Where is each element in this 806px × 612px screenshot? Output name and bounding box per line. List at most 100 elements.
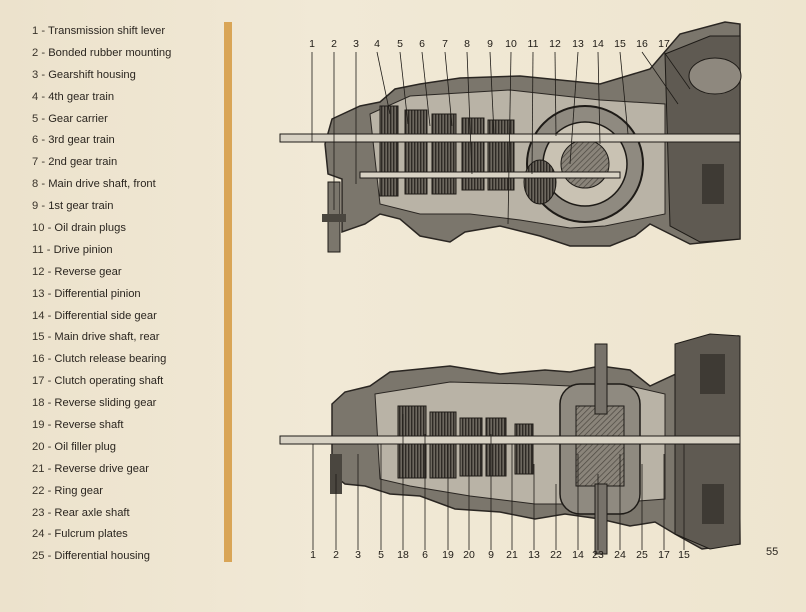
legend-item: 10 - Oil drain plugs (32, 218, 222, 240)
legend-item: 11 - Drive pinion (32, 240, 222, 262)
legend-item: 4 - 4th gear train (32, 87, 222, 109)
legend-separator: - (47, 265, 52, 278)
legend-number: 16 (32, 353, 45, 366)
legend-item: 1 - Transmission shift lever (32, 21, 222, 43)
legend-number: 18 (32, 397, 45, 410)
page-number: 55 (766, 546, 779, 558)
callout-number: 12 (549, 38, 561, 50)
legend-label: Transmission shift lever (47, 25, 166, 37)
legend-label: 1st gear train (48, 200, 114, 213)
legend-number: 24 (32, 528, 45, 541)
legend-label: Reverse sliding gear (54, 397, 157, 410)
legend-number: 9 (32, 200, 39, 213)
legend-separator: - (47, 222, 52, 235)
legend-item: 18 - Reverse sliding gear (32, 393, 222, 415)
callout-number: 23 (592, 549, 604, 561)
legend-label: Differential housing (54, 550, 150, 563)
legend-label: Reverse shaft (54, 419, 124, 432)
callout-number: 8 (464, 38, 470, 50)
legend-item: 7 - 2nd gear train (32, 152, 222, 174)
legend-label: Gear carrier (48, 112, 108, 125)
legend-number: 6 (32, 134, 39, 147)
legend-separator: - (41, 112, 46, 125)
legend-item: 13 - Differential pinion (32, 284, 222, 306)
legend-item: 20 - Oil filler plug (32, 437, 222, 459)
callout-number: 9 (488, 549, 494, 561)
legend-item: 25 - Differential housing (32, 546, 222, 568)
legend-number: 21 (32, 462, 45, 475)
callout-number: 20 (463, 549, 475, 561)
legend-number: 14 (32, 309, 45, 322)
legend-number: 7 (32, 156, 39, 169)
callout-number: 13 (528, 549, 540, 561)
callout-number: 2 (333, 549, 339, 561)
legend-separator: - (41, 90, 46, 103)
legend-separator: - (41, 134, 46, 147)
legend-label: Oil drain plugs (54, 222, 126, 235)
legend-label: Main drive shaft, rear (54, 331, 160, 344)
bottom-cutaway-view (279, 333, 741, 555)
legend-number: 13 (32, 287, 45, 300)
legend-separator: - (41, 156, 46, 169)
legend-item: 16 - Clutch release bearing (32, 349, 222, 371)
legend-item: 8 - Main drive shaft, front (32, 174, 222, 196)
legend-separator: - (47, 331, 52, 344)
legend-separator: - (41, 200, 46, 213)
callout-number: 24 (614, 549, 626, 561)
legend-item: 23 - Rear axle shaft (32, 503, 222, 525)
legend-separator: - (47, 506, 52, 519)
callout-number: 22 (550, 549, 562, 561)
legend-item: 5 - Gear carrier (32, 109, 222, 131)
legend-label: Gearshift housing (48, 68, 136, 81)
legend-item: 12 - Reverse gear (32, 262, 222, 284)
callout-number: 17 (658, 38, 670, 50)
callout-number: 15 (678, 549, 690, 561)
legend-separator: - (47, 440, 52, 453)
legend-number: 12 (32, 265, 45, 278)
callout-number: 6 (422, 549, 428, 561)
legend-item: 24 - Fulcrum plates (32, 524, 222, 546)
callout-number: 25 (636, 549, 648, 561)
callout-number: 16 (636, 38, 648, 50)
callout-number: 7 (442, 38, 448, 50)
legend-separator: - (47, 353, 52, 366)
callout-number: 5 (378, 549, 384, 561)
legend-separator: - (41, 46, 46, 59)
legend-item: 9 - 1st gear train (32, 196, 222, 218)
callout-number: 14 (572, 549, 584, 561)
legend-separator: - (47, 309, 52, 322)
legend-label: Ring gear (54, 484, 103, 497)
legend-number: 23 (32, 506, 45, 519)
legend-item: 14 - Differential side gear (32, 306, 222, 328)
callout-number: 18 (397, 549, 409, 561)
callout-number: 1 (309, 38, 315, 50)
legend-separator: - (46, 243, 51, 256)
legend-separator: - (47, 550, 52, 563)
callout-number: 4 (374, 38, 380, 50)
callout-number: 13 (572, 38, 584, 50)
legend-number: 11 (32, 243, 44, 256)
legend-separator: - (47, 528, 52, 541)
top-cutaway-view (279, 21, 742, 253)
legend-label: 3rd gear train (48, 134, 115, 147)
legend-label: Main drive shaft, front (48, 178, 156, 191)
legend-item: 22 - Ring gear (32, 481, 222, 503)
legend-number: 15 (32, 331, 45, 344)
callout-number: 1 (310, 549, 316, 561)
legend-label: Reverse drive gear (54, 462, 149, 475)
legend-item: 6 - 3rd gear train (32, 130, 222, 152)
legend-separator: - (47, 287, 52, 300)
legend-number: 22 (32, 484, 45, 497)
callout-number: 19 (442, 549, 454, 561)
callout-number: 15 (614, 38, 626, 50)
legend-label: 2nd gear train (48, 156, 118, 169)
callout-number: 2 (331, 38, 337, 50)
legend-separator: - (47, 375, 52, 388)
legend-item: 19 - Reverse shaft (32, 415, 222, 437)
legend-label: Rear axle shaft (54, 506, 130, 519)
legend-item: 15 - Main drive shaft, rear (32, 327, 222, 349)
legend-item: 17 - Clutch operating shaft (32, 371, 222, 393)
